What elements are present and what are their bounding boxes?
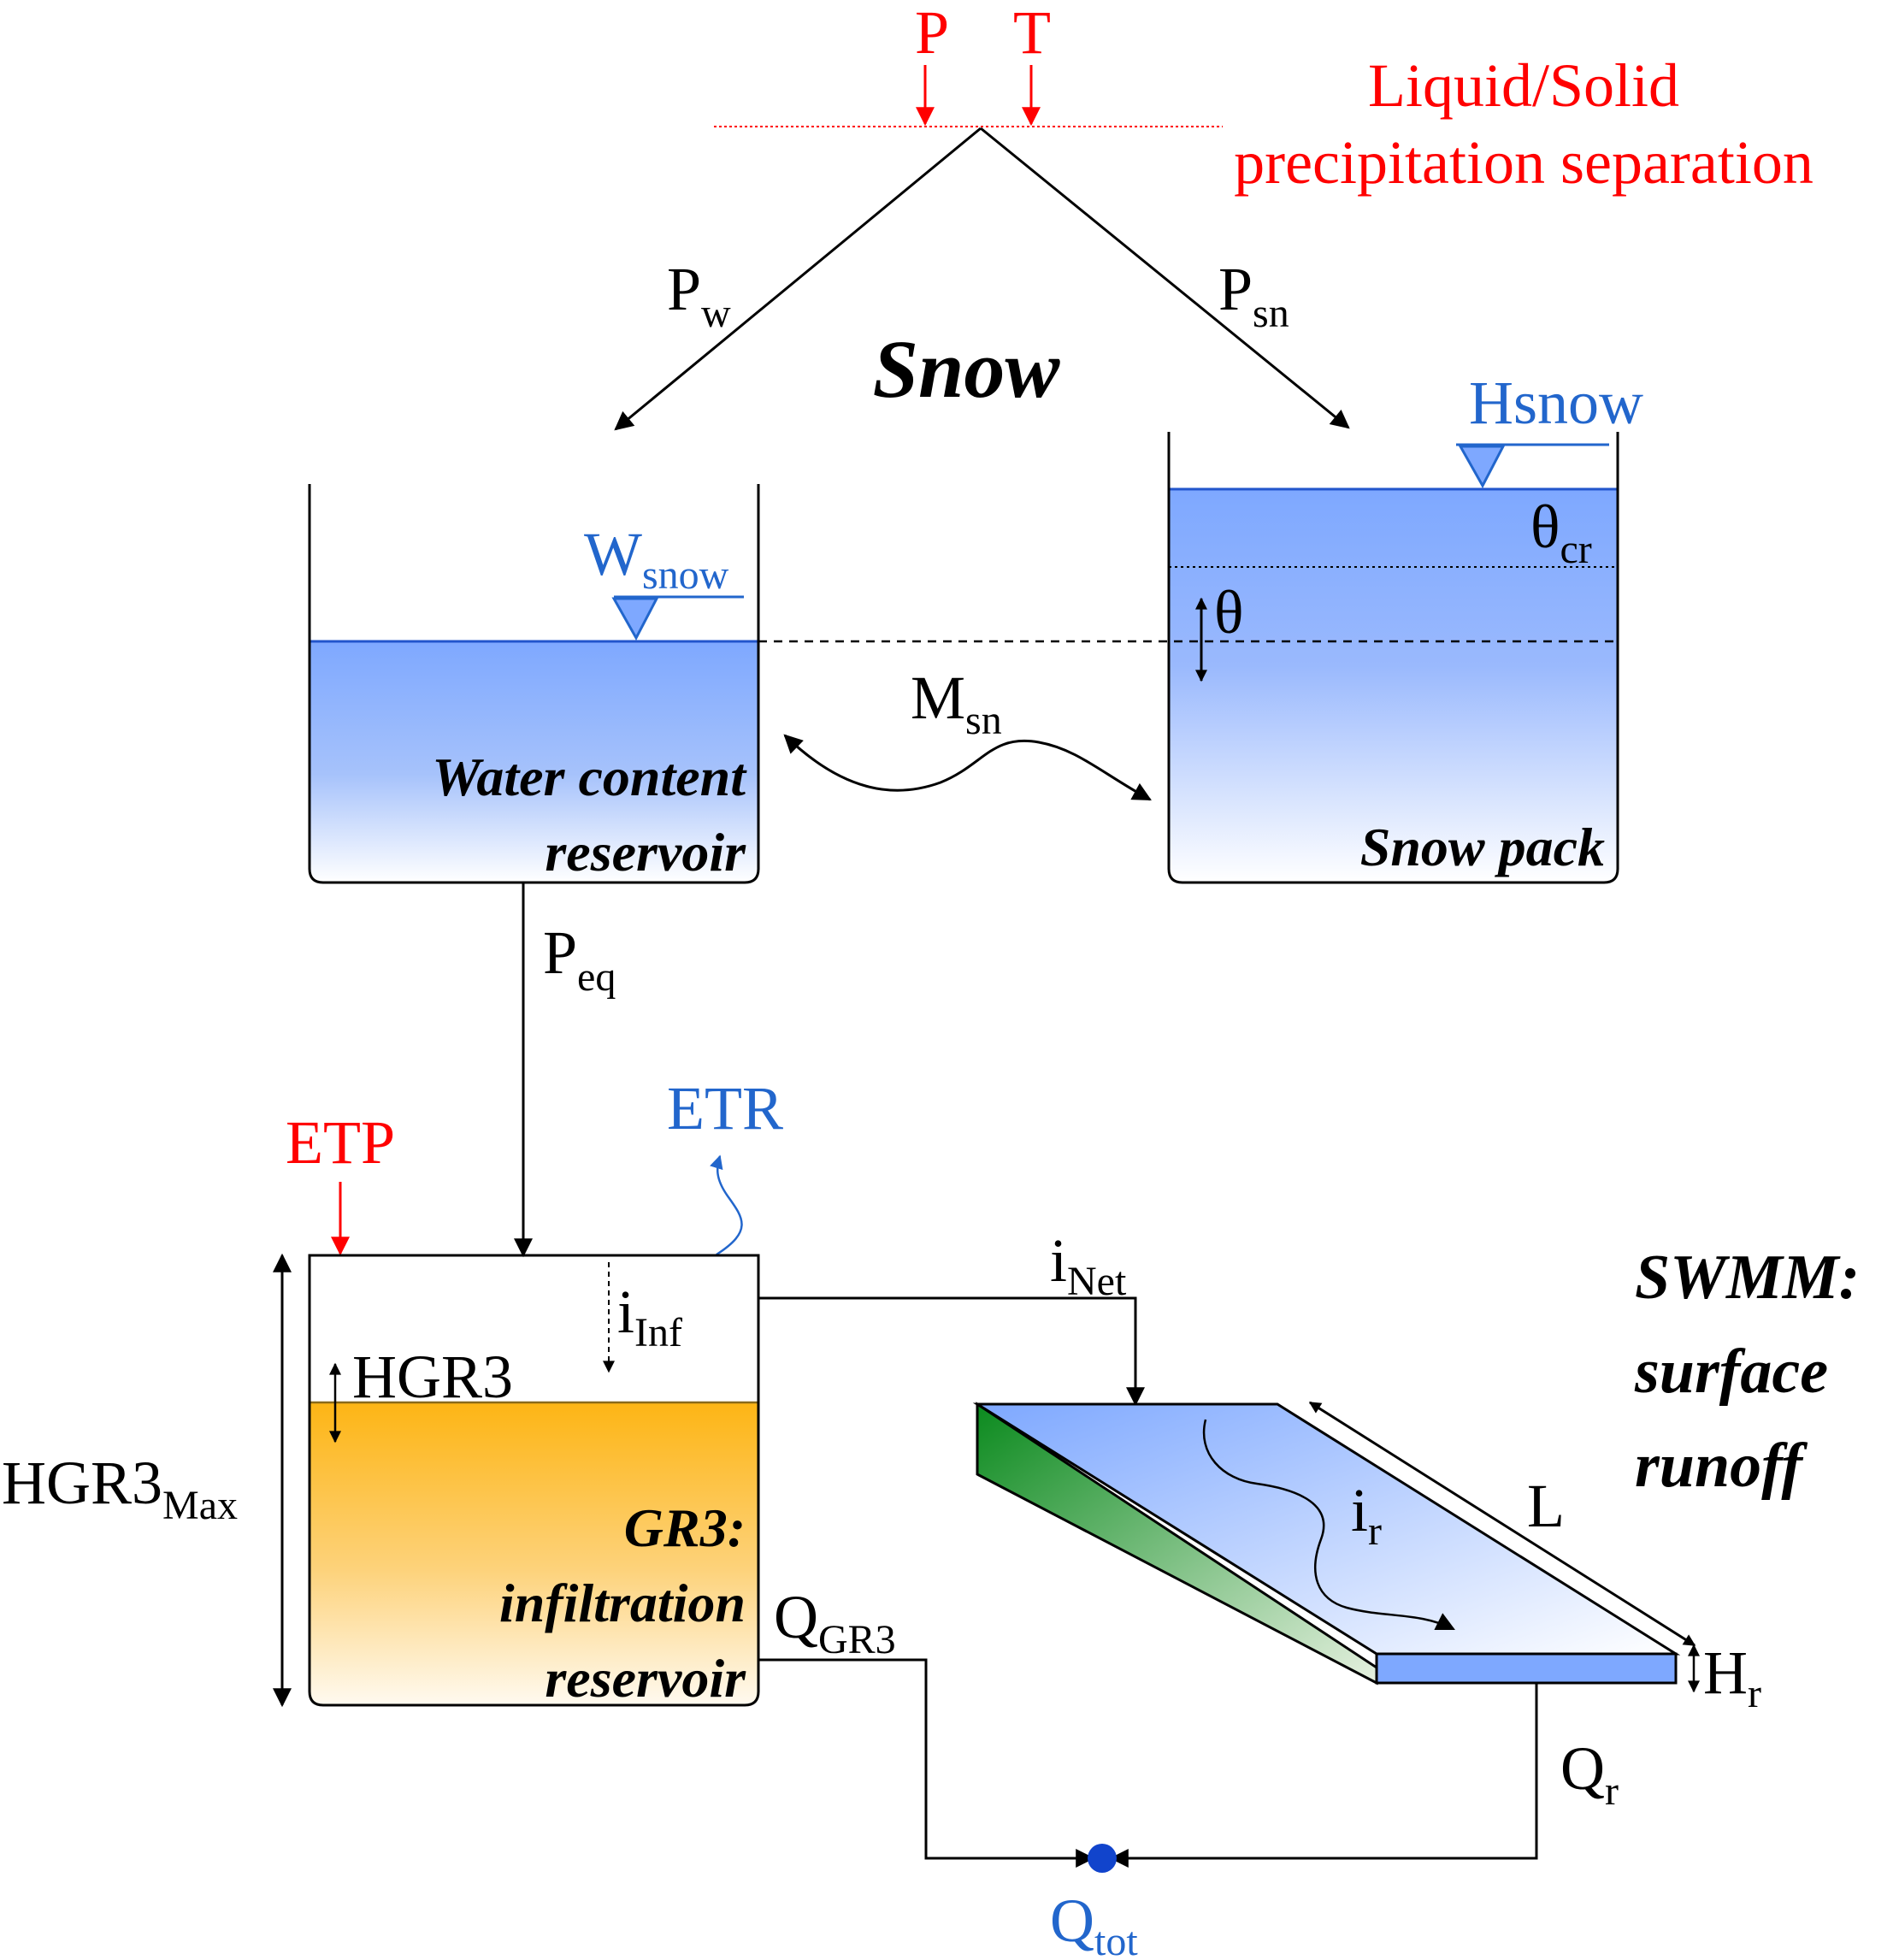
q-gr3-label: QGR3	[774, 1583, 896, 1662]
etr-arrow	[710, 1154, 743, 1256]
gr3-label-line3: reservoir	[545, 1648, 746, 1709]
swmm-label-line1: SWMM:	[1635, 1243, 1860, 1313]
hsnow-level-triangle	[1458, 445, 1506, 489]
water-content-reservoir	[308, 484, 760, 884]
liquid-precip-arrow	[614, 127, 982, 431]
hgr3-label: HGR3	[352, 1343, 513, 1411]
q-tot-label: Qtot	[1050, 1886, 1138, 1960]
msn-label: Msn	[911, 664, 1002, 743]
i-net-label: iNet	[1050, 1226, 1127, 1304]
total-outflow-node	[1088, 1844, 1117, 1873]
q-gr3-outlet-arrow	[758, 1658, 1095, 1868]
snow-pack-reservoir	[1167, 432, 1619, 884]
gr3-reservoir-walls	[308, 1254, 760, 1707]
psn-label: Psn	[1218, 255, 1289, 336]
etp-label: ETP	[286, 1108, 395, 1177]
hr-label: Hr	[1703, 1638, 1761, 1716]
snow-pack-walls	[1167, 432, 1619, 884]
theta-label: θ	[1214, 578, 1244, 646]
separation-label-line2: precipitation separation	[1234, 128, 1813, 197]
hgr3-max-label: HGR3Max	[2, 1449, 238, 1528]
water-fill	[310, 641, 758, 883]
wsnow-level-triangle	[611, 597, 659, 641]
wsnow-label: Wsnow	[584, 520, 729, 598]
hsnow-label: Hsnow	[1469, 369, 1643, 437]
temperature-input-label: T	[1013, 0, 1051, 67]
water-reservoir-walls	[308, 484, 760, 884]
gr3-reservoir	[308, 1254, 760, 1707]
snow-module-title: Snow	[873, 323, 1061, 415]
slab-front-face	[1375, 1652, 1678, 1685]
gr3-fill	[310, 1402, 758, 1705]
snow-pack-label: Snow pack	[1360, 817, 1605, 877]
theta-cr-label: θcr	[1530, 493, 1592, 572]
pw-label: Pw	[667, 255, 731, 336]
etr-label: ETR	[667, 1074, 783, 1142]
swmm-label-line3: runoff	[1635, 1431, 1808, 1501]
q-r-label: Qr	[1560, 1734, 1619, 1814]
snow-fill	[1169, 489, 1618, 883]
water-reservoir-label-line2: reservoir	[545, 822, 746, 883]
separation-label-line1: Liquid/Solid	[1368, 51, 1679, 120]
swmm-surface-slab	[972, 1402, 1681, 1685]
q-r-outlet-arrow	[1109, 1683, 1538, 1868]
i-inf-label: iInf	[617, 1278, 682, 1355]
precipitation-input-label: P	[915, 0, 949, 67]
melt-refreeze-exchange-arrow	[783, 734, 1152, 801]
i-net-arrow	[758, 1296, 1145, 1407]
swmm-label-line2: surface	[1634, 1337, 1828, 1407]
gr3-label-line2: infiltration	[499, 1573, 746, 1633]
water-reservoir-label-line1: Water content	[432, 747, 747, 807]
length-label: L	[1527, 1472, 1565, 1540]
length-arrow	[1308, 1401, 1696, 1647]
solid-precip-arrow	[980, 127, 1350, 429]
gr3-label-line1: GR3:	[624, 1497, 746, 1558]
peq-label: Peq	[543, 918, 616, 1000]
